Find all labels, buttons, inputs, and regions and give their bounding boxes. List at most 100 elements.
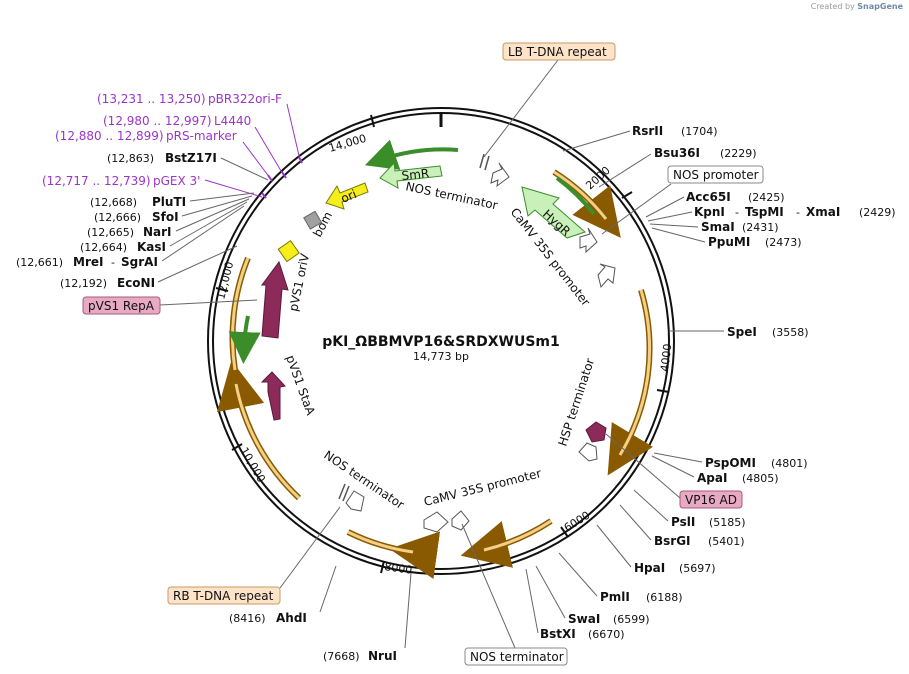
primer-leader-pbr322 [286, 103, 301, 161]
rb-tdna-leader [279, 506, 341, 589]
rb-tdna-label: RB T-DNA repeat [173, 589, 274, 603]
primer-hit-3 [267, 174, 273, 182]
tick-14000 [370, 114, 375, 128]
watermark: Created by SnapGene [811, 2, 903, 11]
primer-pbr322-range: (13,231 .. 13,250) [97, 92, 206, 106]
orf-arc-right-fill [618, 289, 652, 456]
site-leader-econi [157, 245, 238, 283]
site-leader-nrui [404, 572, 412, 649]
site-bstz17i-pos: (12,863) [107, 152, 154, 165]
site-smai-pos: (2431) [742, 221, 779, 234]
tick-2000 [621, 191, 633, 199]
vp16-ad-label: VP16 AD [685, 493, 737, 507]
pvs1-oriv-marker [277, 239, 300, 263]
site-leader-bsrgi [619, 504, 652, 541]
primer-hit-2 [281, 171, 287, 179]
orf-arc-bottom-left-fill [347, 530, 414, 554]
site-bsu36i-name: Bsu36I [654, 146, 700, 160]
primer-prs-range: (12,880 .. 12,899) [55, 129, 164, 143]
site-ahdi-name: AhdI [276, 611, 307, 625]
site-bsrgi-name: BsrGI [654, 534, 691, 548]
site-bsrgi-pos: (5401) [708, 535, 745, 548]
site-acc65i-name: Acc65I [686, 190, 731, 204]
watermark-created-by: Created by [810, 2, 855, 11]
site-pmli-name: PmlI [600, 590, 630, 604]
nos-term-bottom-arrow [345, 490, 365, 512]
nos-term-top-bar1 [479, 153, 485, 169]
lb-tdna-leader [483, 59, 559, 158]
primer-hit-4 [261, 192, 267, 199]
camv-bottom-label: CaMV 35S promoter [422, 466, 542, 509]
primer-leader-prs [242, 141, 271, 179]
primer-l4440-name: L4440 [214, 114, 251, 128]
rb-tdna-box [167, 586, 281, 605]
green-arc-top-right [555, 176, 596, 216]
pvs1-oriv-label: pVS1 oriV [286, 252, 312, 313]
site-leader-nari [175, 198, 250, 232]
site-swai-pos: (6599) [613, 613, 650, 626]
site-bsu36i-pos: (2229) [720, 147, 757, 160]
green-arc-left [228, 315, 261, 364]
nos-terminator-box [464, 647, 568, 666]
tick-label-12000: 12,000 [214, 260, 236, 301]
primer-pgex-range: (12,717 .. 12,739) [42, 174, 151, 188]
site-pspomi-name: PspOMI [705, 456, 756, 470]
site-smai-name: SmaI [701, 220, 735, 234]
primer-hit-1 [298, 156, 303, 164]
lb-tdna-box [502, 42, 616, 61]
tick-label-4000: 4000 [658, 343, 674, 372]
primer-pgex-name: pGEX 3' [153, 174, 200, 188]
tick-10000 [231, 443, 243, 451]
site-hpai-name: HpaI [634, 561, 665, 575]
site-leader-bstxi [525, 568, 539, 634]
site-rsrii-pos: (1704) [681, 125, 718, 138]
vp16-ad-leader [605, 433, 681, 499]
vp16-ad-box [679, 490, 743, 509]
site-mrei-dash: - [111, 256, 115, 269]
lb-tdna-label: LB T-DNA repeat [508, 45, 607, 59]
site-leader-kpni [647, 211, 693, 222]
site-leader-smai [649, 223, 699, 228]
site-ppumi-name: PpuMI [708, 235, 750, 249]
camv-bottom-arrow-1 [451, 510, 470, 531]
site-leader-apai [651, 455, 695, 478]
orf-arc-left-lower-fill [234, 383, 301, 500]
site-leader-rsrii [562, 130, 631, 152]
backbone-outer [207, 107, 675, 575]
camv-top-arrow-2 [597, 263, 616, 289]
site-leader-hpai [596, 524, 632, 568]
site-econi-name: EcoNI [117, 276, 155, 290]
site-kpni-dash2: - [796, 206, 800, 219]
nos-terminator-bottom-label: NOS terminator [321, 448, 407, 512]
plasmid-name: pKI_ΩBBMVP16&SRDXWUSm1 [322, 334, 560, 350]
site-leader-pspomi [653, 452, 703, 463]
smr-label: SmR [401, 166, 430, 183]
site-psli-pos: (5185) [709, 516, 746, 529]
site-rsrii-name: RsrII [632, 124, 663, 138]
site-pluti-pos: (12,668) [90, 196, 137, 209]
site-kpni-pos: (2429) [859, 206, 896, 219]
site-leader-ppumi [651, 227, 706, 243]
pvs1-repa-arrow [261, 260, 289, 339]
site-mrei-pos: (12,661) [16, 256, 63, 269]
pvs1-staa-label: pVS1 StaA [283, 353, 318, 418]
nos-term-bottom-bar2 [342, 485, 350, 502]
site-leader-swai [535, 565, 566, 619]
site-leader-pluti [189, 192, 255, 202]
site-apai-pos: (4805) [742, 472, 779, 485]
nos-terminator-box-label: NOS terminator [470, 650, 564, 664]
site-swai-name: SwaI [568, 612, 600, 626]
site-pluti-name: PluTI [152, 195, 186, 209]
site-bstxi-name: BstXI [540, 627, 576, 641]
site-kpni-dash1: - [735, 206, 739, 219]
site-mrei-name: MreI [73, 255, 103, 269]
site-leader-mrei [161, 205, 245, 262]
tick-4000 [656, 389, 670, 393]
site-nrui-pos: (7668) [323, 650, 360, 663]
site-leader-sfoi [181, 195, 253, 217]
camv-top-arrow [579, 227, 598, 254]
orf-arc-top-right-fill [553, 170, 608, 220]
pvs1-staa-arrow [260, 371, 286, 421]
hsp-term-maroon [585, 421, 607, 443]
